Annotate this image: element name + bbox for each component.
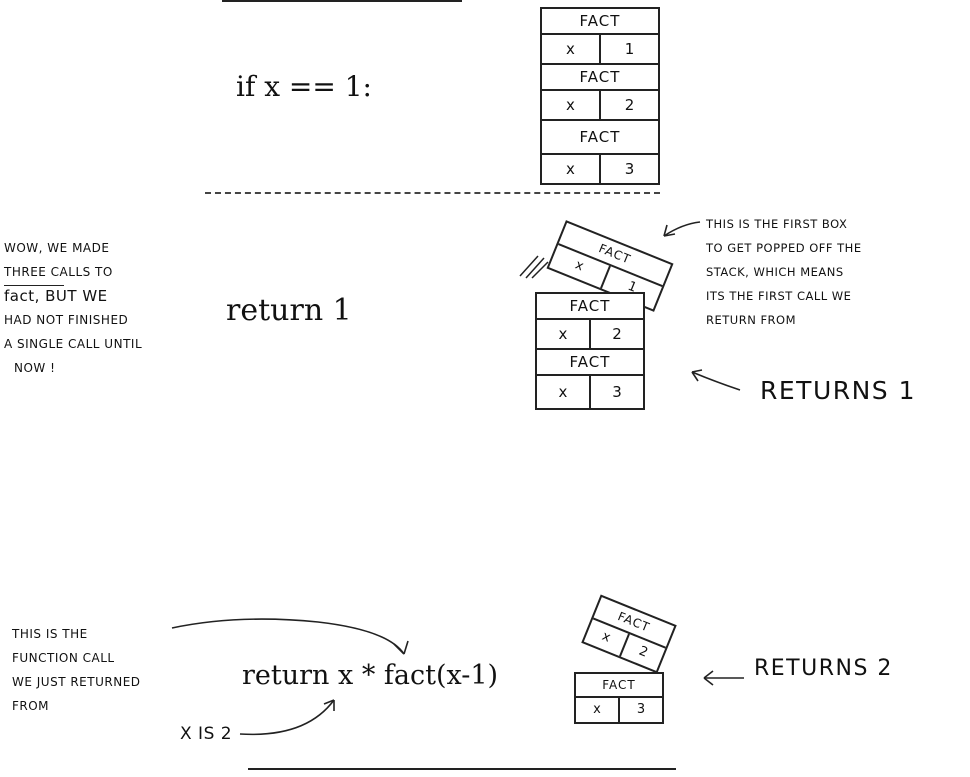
stack-frame: FACT x 2: [537, 294, 643, 348]
note-line: TO GET POPPED OFF THE: [706, 241, 862, 255]
note-line: THIS IS THE FIRST BOX: [706, 217, 848, 231]
frame-var-name: x: [558, 383, 568, 401]
returns-1-label: RETURNS 1: [760, 376, 917, 405]
note-line: NOW !: [14, 361, 56, 375]
stack-frame: FACT x 3: [537, 348, 643, 408]
call-stack-middle: FACT x 2 FACT x 3: [535, 292, 645, 410]
stack-frame: FACT x 2: [583, 597, 674, 671]
stack-frame: FACT x 3: [542, 119, 658, 183]
frame-variable-row: x 3: [542, 153, 658, 183]
arrow-returns-1: [691, 369, 741, 391]
stack-frame: FACT x 3: [576, 674, 662, 722]
code-if-x-equals-1: if x == 1:: [236, 70, 372, 103]
note-line: RETURN FROM: [706, 313, 797, 327]
returns-2-label: RETURNS 2: [754, 656, 893, 681]
frame-variable-row: x 3: [537, 374, 643, 408]
note-line: ITS THE FIRST CALL WE: [706, 289, 852, 303]
note-line: FUNCTION CALL: [12, 651, 115, 665]
frame-title: FACT: [569, 353, 611, 371]
frame-title: FACT: [569, 297, 611, 315]
note-first-popped: THIS IS THE FIRST BOX TO GET POPPED OFF …: [706, 212, 862, 332]
underline-three: [4, 285, 64, 286]
frame-variable-row: x 1: [542, 33, 658, 63]
frame-var-name: x: [558, 325, 568, 343]
note-line: STACK, WHICH MEANS: [706, 265, 844, 279]
frame-var-value: 3: [618, 698, 662, 722]
note-line: THREE CALLS TO: [4, 265, 113, 279]
note-line: HAD NOT FINISHED: [4, 313, 129, 327]
top-divider: [222, 0, 462, 2]
stack-frame: FACT x 1: [542, 9, 658, 63]
frame-var-name: x: [566, 96, 575, 114]
frame-title: FACT: [579, 12, 621, 30]
frame-var-value: 1: [599, 35, 658, 63]
bottom-divider: [248, 768, 676, 770]
code-return-x-times-fact: return x * fact(x-1): [242, 660, 499, 691]
call-stack-bottom: FACT x 3: [574, 672, 664, 724]
frame-title: FACT: [579, 128, 621, 146]
popped-frame: FACT x 2: [581, 594, 677, 674]
frame-var-name: x: [566, 160, 575, 178]
note-line: A SINGLE CALL UNTIL: [4, 337, 143, 351]
frame-title: FACT: [602, 678, 636, 692]
frame-var-name: x: [566, 40, 575, 58]
note-line: fact, BUT WE: [4, 287, 108, 305]
note-line: WE JUST RETURNED: [12, 675, 141, 689]
frame-var-name: x: [593, 702, 601, 717]
x-is-2-note: X IS 2: [180, 724, 233, 744]
dashed-divider: [205, 192, 660, 194]
note-function-call-returned: THIS IS THE FUNCTION CALL WE JUST RETURN…: [12, 622, 141, 718]
note-line: THIS IS THE: [12, 627, 88, 641]
arrow-returns-2: [703, 670, 744, 686]
frame-var-value: 2: [599, 91, 658, 119]
arrow-to-fact-call: [171, 618, 409, 655]
stack-frame: FACT x 2: [542, 63, 658, 119]
frame-var-value: 3: [589, 376, 643, 408]
code-return-1: return 1: [226, 293, 352, 328]
pop-motion-marks: [519, 255, 549, 279]
arrow-to-popped-frame: [663, 221, 701, 237]
frame-variable-row: x 2: [542, 89, 658, 119]
frame-variable-row: x 3: [576, 696, 662, 722]
call-stack-top: FACT x 1 FACT x 2 FACT x 3: [540, 7, 660, 185]
frame-var-value: 2: [589, 320, 643, 348]
note-line: WOW, WE MADE: [4, 241, 110, 255]
arrow-x-is-2: [239, 699, 335, 736]
frame-title: FACT: [579, 68, 621, 86]
note-line: FROM: [12, 699, 50, 713]
frame-var-value: 3: [599, 155, 658, 183]
note-three-calls: WOW, WE MADE THREE CALLS TO fact, BUT WE…: [4, 236, 142, 380]
frame-variable-row: x 2: [537, 318, 643, 348]
